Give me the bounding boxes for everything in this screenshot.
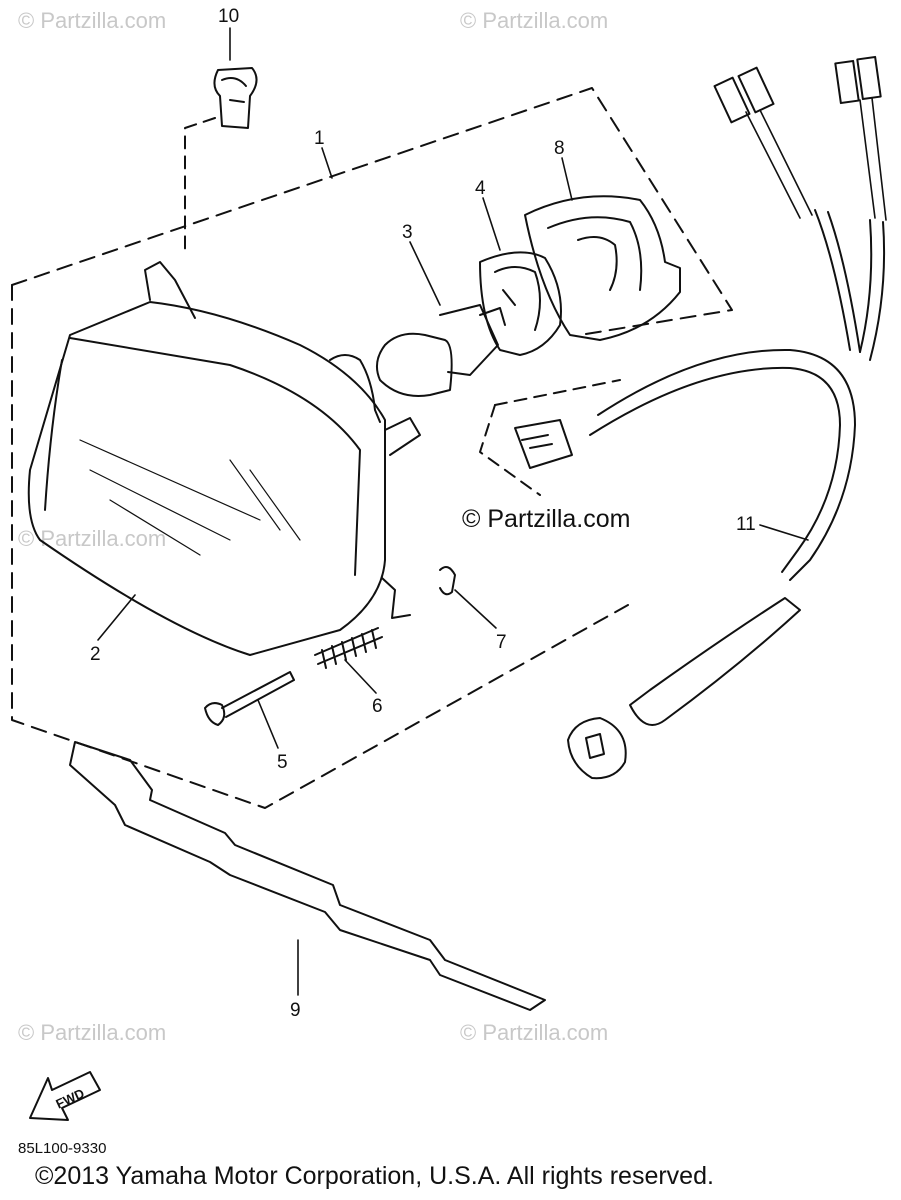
- watermark-top-right: © Partzilla.com: [460, 8, 609, 33]
- leader-3: [409, 241, 441, 306]
- fwd-label: FWD: [53, 1085, 86, 1111]
- watermark-bottom-left: © Partzilla.com: [18, 1020, 167, 1045]
- watermark-mid-left: © Partzilla.com: [18, 526, 167, 551]
- clip-7: [439, 565, 456, 596]
- clamp-leader: [184, 117, 216, 251]
- socket-4: [479, 251, 562, 356]
- leader-2: [97, 594, 136, 641]
- cover-8: [524, 195, 681, 341]
- callout-4: 4: [475, 178, 486, 199]
- copyright-notice: ©2013 Yamaha Motor Corporation, U.S.A. A…: [35, 1162, 714, 1190]
- leader-5: [257, 699, 279, 749]
- diagram-code: 85L100-9330: [18, 1140, 107, 1157]
- callout-6: 6: [372, 696, 383, 717]
- leader-1: [321, 147, 333, 179]
- watermark-center: © Partzilla.com: [462, 505, 631, 533]
- harness-11: [514, 55, 887, 780]
- leader-11: [759, 524, 809, 541]
- assembly-outline-lower: [11, 284, 629, 809]
- callout-8: 8: [554, 138, 565, 159]
- clamp-10: [213, 67, 258, 129]
- headlight-unit-2: [27, 261, 421, 656]
- leader-4: [482, 197, 501, 251]
- harness-outline: [479, 404, 541, 496]
- callout-3: 3: [402, 222, 413, 243]
- callout-1: 1: [314, 128, 325, 149]
- screw-5: [204, 671, 295, 726]
- leader-6: [344, 659, 377, 694]
- callout-5: 5: [277, 752, 288, 773]
- callout-2: 2: [90, 644, 101, 665]
- callout-11: 11: [736, 514, 756, 535]
- leader-8: [561, 157, 573, 201]
- gasket-9: [69, 741, 546, 1011]
- assembly-outline: [11, 87, 733, 336]
- watermark-top-left: © Partzilla.com: [18, 8, 167, 33]
- harness-outline-right: [494, 379, 621, 406]
- fwd-arrow-icon: FWD: [29, 1071, 101, 1121]
- callout-9: 9: [290, 1000, 301, 1021]
- callout-10: 10: [218, 6, 239, 27]
- callout-7: 7: [496, 632, 507, 653]
- spring-6: [314, 627, 383, 669]
- watermark-bottom-right: © Partzilla.com: [460, 1020, 609, 1045]
- leader-7: [454, 589, 497, 629]
